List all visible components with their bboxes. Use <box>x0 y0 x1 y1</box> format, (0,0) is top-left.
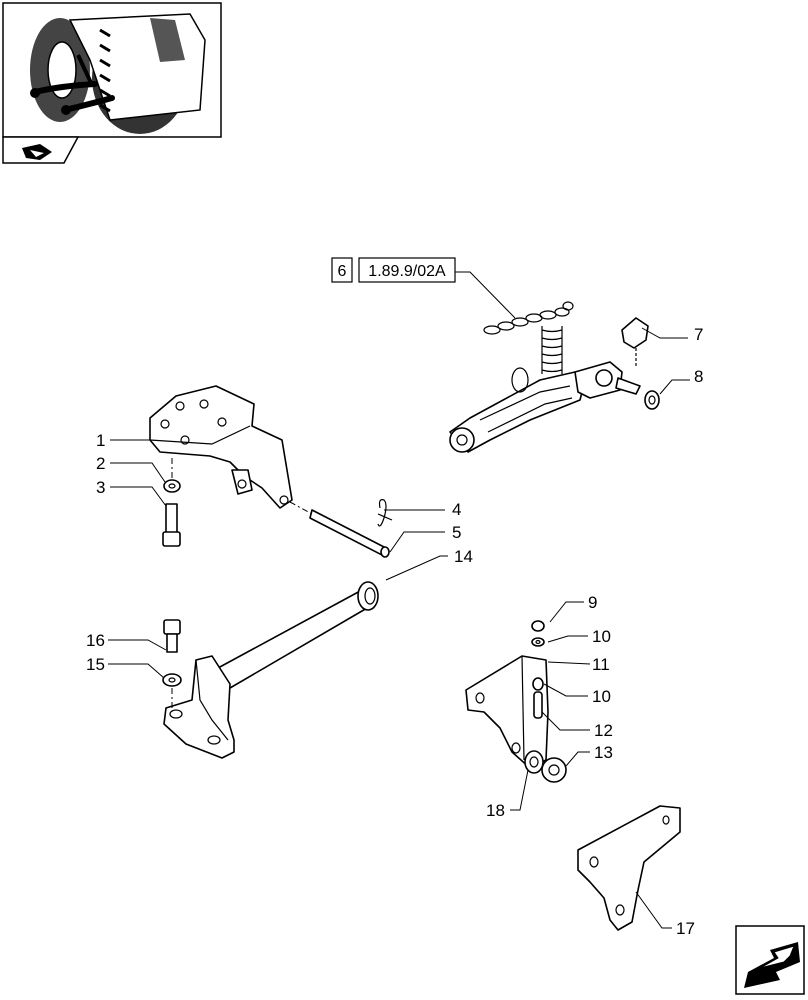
washer-15 <box>162 673 182 687</box>
callout-16: 16 <box>86 631 105 650</box>
callout-numbers: 1 2 3 4 5 7 8 9 10 11 10 12 13 14 16 15 … <box>86 325 703 938</box>
washer-18 <box>524 750 544 774</box>
callout-8: 8 <box>694 367 703 386</box>
thumbnail-frame[interactable] <box>2 2 222 164</box>
callout-1: 1 <box>96 431 105 450</box>
nut-13 <box>541 757 567 783</box>
washer-10-upper <box>531 637 545 647</box>
callout-3: 3 <box>96 478 105 497</box>
lynch-pin <box>621 317 649 368</box>
callout-10-lower: 10 <box>592 687 611 706</box>
washer-2 <box>163 479 181 493</box>
callout-14: 14 <box>454 547 473 566</box>
top-link-assembly <box>449 301 660 453</box>
callout-9: 9 <box>588 593 597 612</box>
callout-2: 2 <box>96 454 105 473</box>
callout-11: 11 <box>592 655 610 674</box>
washer-8 <box>644 390 660 410</box>
callout-5: 5 <box>452 523 461 542</box>
ref-code: 1.89.9/02A <box>368 263 446 280</box>
callout-12: 12 <box>594 721 613 740</box>
callout-13: 13 <box>594 743 613 762</box>
callout-18: 18 <box>486 801 505 820</box>
nut-9 <box>531 620 545 632</box>
bolt-3 <box>162 503 181 547</box>
chain <box>483 301 574 335</box>
drawbar-support <box>163 581 379 759</box>
next-page-arrow-icon[interactable] <box>735 925 805 995</box>
catalog-back-arrow-icon[interactable] <box>22 144 52 160</box>
callout-17: 17 <box>676 919 695 938</box>
mounting-bracket <box>149 385 293 509</box>
callout-4: 4 <box>452 500 461 519</box>
spring <box>541 326 563 374</box>
plate-17 <box>577 805 681 931</box>
leader-lines <box>108 327 690 929</box>
reference-box[interactable]: 6 1.89.9/02A <box>331 257 516 319</box>
ref-group-number: 6 <box>338 263 347 280</box>
callout-15: 15 <box>86 655 105 674</box>
tractor-rear-hitch-thumbnail-icon <box>30 13 206 134</box>
bolt-16 <box>163 619 181 653</box>
plate-11 <box>465 655 549 769</box>
pin-5 <box>309 509 390 558</box>
washer-10-lower <box>532 677 544 691</box>
r-clip-4 <box>377 499 393 527</box>
callout-10-upper: 10 <box>592 627 611 646</box>
callout-7: 7 <box>694 325 703 344</box>
bolt-12 <box>533 691 543 719</box>
